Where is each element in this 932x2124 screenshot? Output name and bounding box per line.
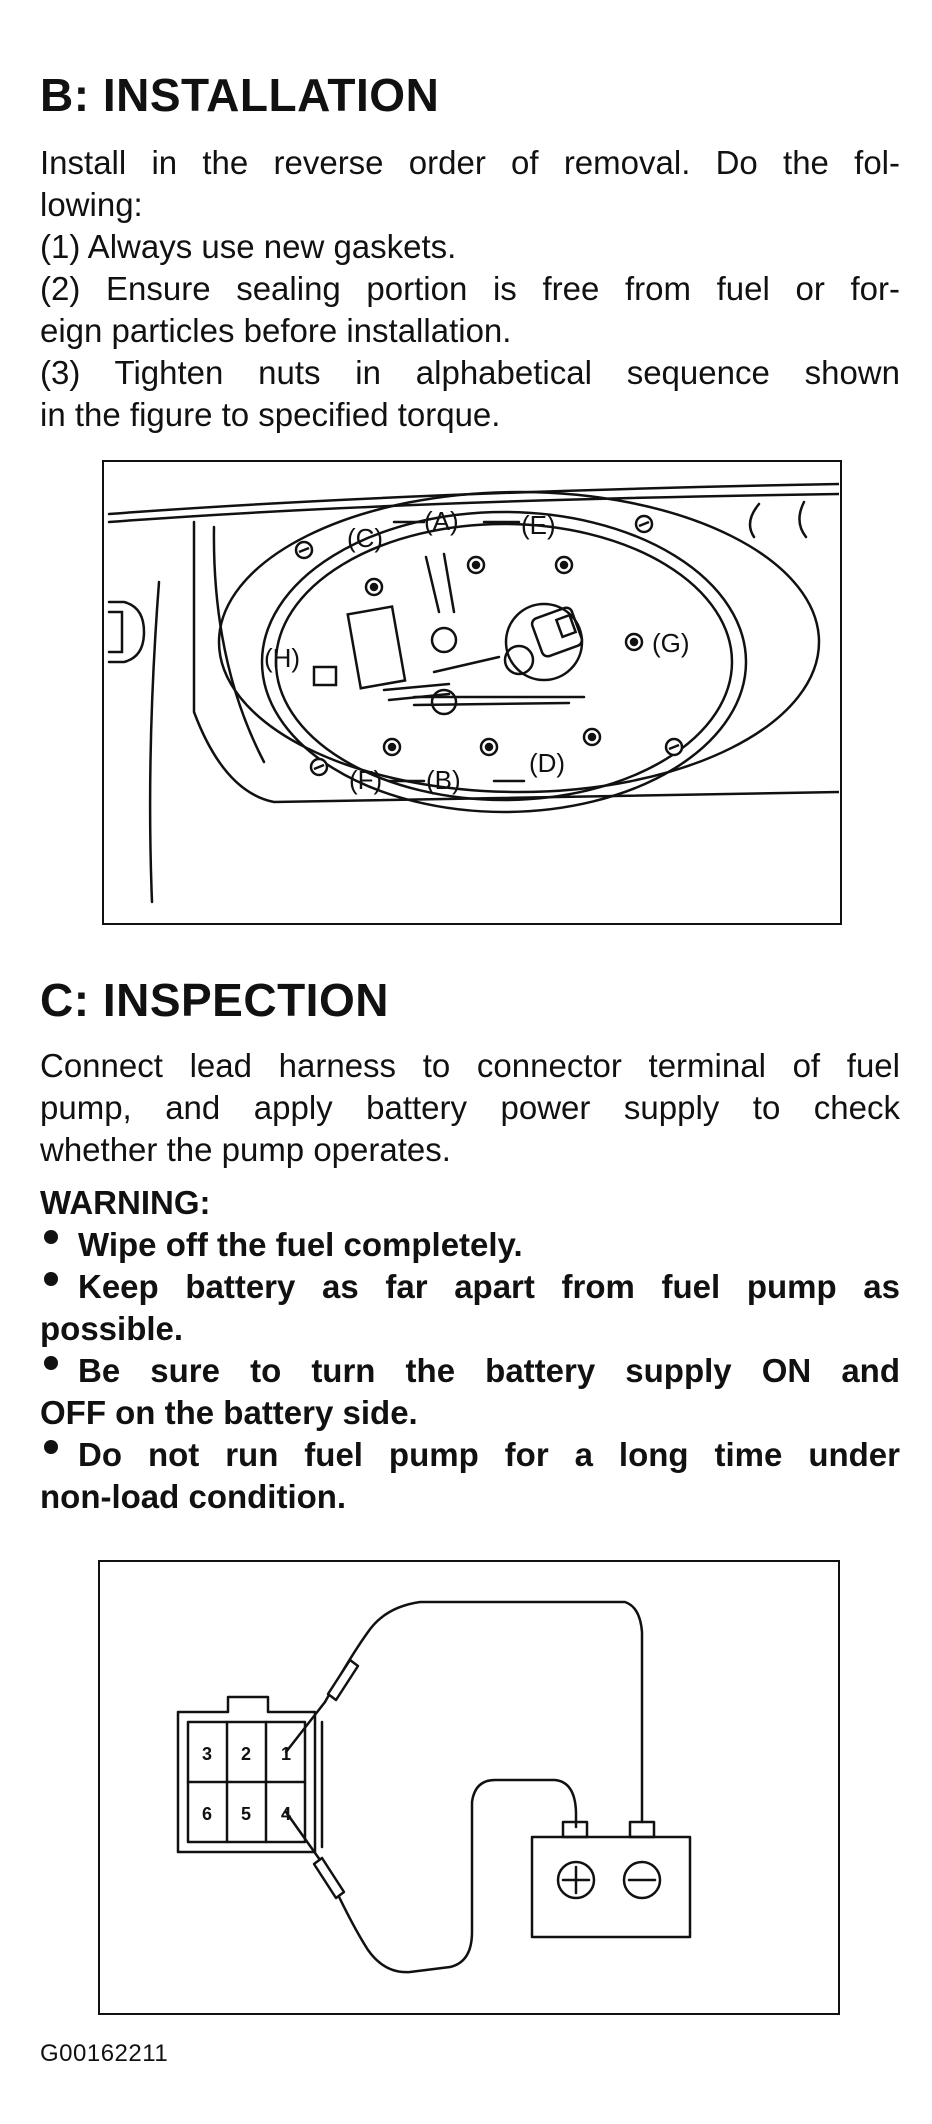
bullet-icon: [40, 1440, 64, 1466]
nut-label-h: (H): [264, 643, 300, 673]
nut-label-g: (G): [652, 628, 690, 658]
bullet-icon: [40, 1272, 64, 1298]
warning-item-cont: possible.: [40, 1310, 184, 1347]
inspection-text: Connect lead harness to connector termin…: [40, 1045, 900, 1171]
installation-line: Install in the reverse order of removal.…: [40, 144, 900, 181]
fuel-pump-illustration: (A) (E) (C) (G) (H) (D) (B) (F): [107, 482, 841, 904]
terminal-5: 5: [241, 1804, 251, 1824]
warning-item: Keep battery as far apart from fuel pump…: [40, 1266, 900, 1308]
pump-test-wiring-figure: 3 2 1 6 5 4: [98, 1560, 840, 2015]
warning-text: Wipe off the fuel completely.: [78, 1226, 523, 1263]
installation-line: lowing:: [40, 186, 143, 223]
inspection-line: pump, and apply battery power supply to …: [40, 1089, 900, 1126]
nut-label-c: (C): [347, 523, 383, 553]
bullet-icon: [40, 1230, 64, 1256]
terminal-3: 3: [202, 1744, 212, 1764]
installation-line: in the figure to specified torque.: [40, 396, 501, 433]
inspection-line: whether the pump operates.: [40, 1131, 451, 1168]
warning-item-cont: OFF on the battery side.: [40, 1394, 418, 1431]
terminal-4: 4: [281, 1804, 291, 1824]
terminal-1: 1: [281, 1744, 291, 1764]
warning-item: Wipe off the fuel completely.: [40, 1224, 900, 1266]
installation-line: eign particles before installation.: [40, 312, 512, 349]
nut-label-e: (E): [521, 510, 556, 540]
warning-text: Keep battery as far apart from fuel pump…: [78, 1268, 900, 1305]
terminal-6: 6: [202, 1804, 212, 1824]
inspection-line: Connect lead harness to connector termin…: [40, 1047, 900, 1084]
fuel-pump-nut-sequence-figure: (A) (E) (C) (G) (H) (D) (B) (F): [102, 460, 842, 925]
nut-label-a: (A): [424, 506, 459, 536]
battery-connection-illustration: 3 2 1 6 5 4: [176, 1600, 692, 1974]
warning-text: Do not run fuel pump for a long time und…: [78, 1436, 900, 1473]
installation-heading: B: INSTALLATION: [40, 69, 440, 121]
warning-item: Do not run fuel pump for a long time und…: [40, 1434, 900, 1476]
bullet-icon: [40, 1356, 64, 1382]
warning-block: WARNING: Wipe off the fuel completely. K…: [40, 1182, 900, 1518]
warning-title: WARNING:: [40, 1184, 211, 1221]
warning-item: Be sure to turn the battery supply ON an…: [40, 1350, 900, 1392]
terminal-2: 2: [241, 1744, 251, 1764]
installation-line: (2) Ensure sealing portion is free from …: [40, 270, 900, 307]
nut-label-d: (D): [529, 748, 565, 778]
installation-line: (1) Always use new gaskets.: [40, 228, 457, 265]
warning-item-cont: non-load condition.: [40, 1478, 347, 1515]
warning-text: Be sure to turn the battery supply ON an…: [78, 1352, 900, 1389]
nut-label-f: (F): [349, 765, 382, 795]
figure-id: G00162211: [40, 2040, 169, 2067]
inspection-heading: C: INSPECTION: [40, 974, 389, 1026]
installation-line: (3) Tighten nuts in alphabetical sequenc…: [40, 354, 900, 391]
installation-text: Install in the reverse order of removal.…: [40, 142, 900, 436]
nut-label-b: (B): [426, 765, 461, 795]
